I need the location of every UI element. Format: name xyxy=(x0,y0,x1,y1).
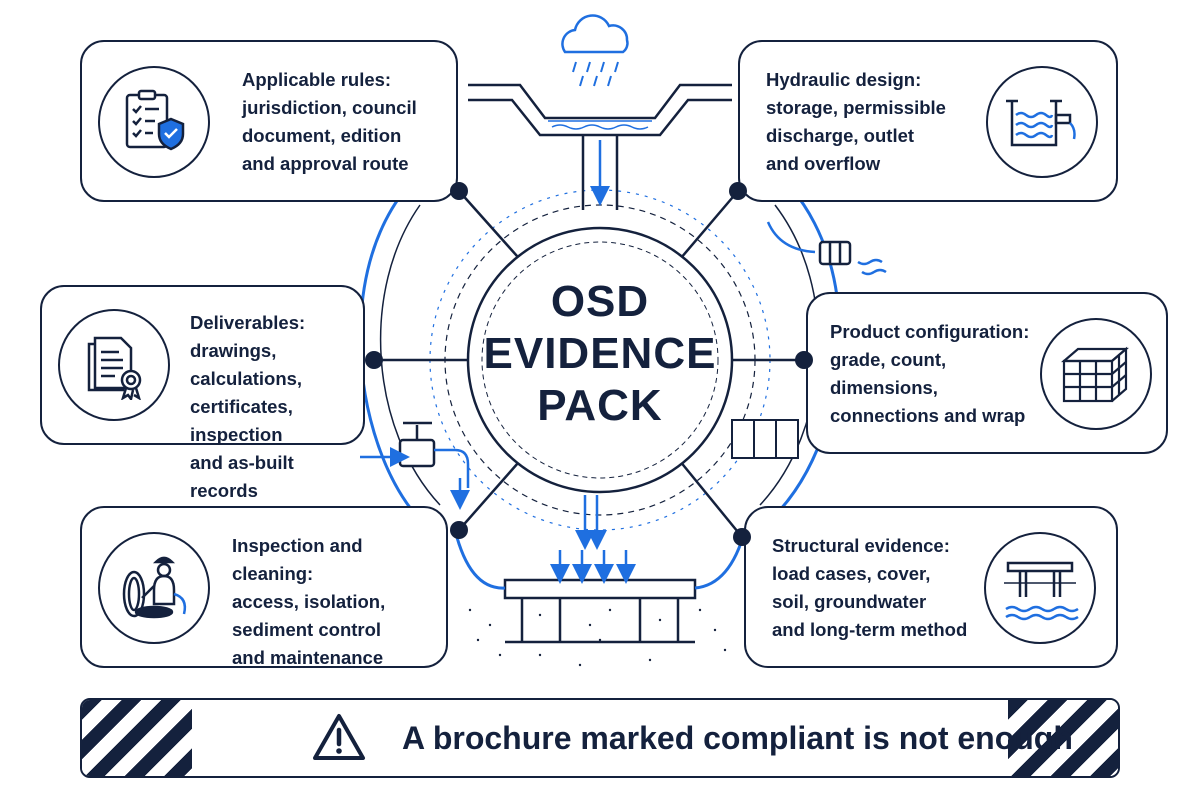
module-crate-icon xyxy=(1040,318,1152,430)
card-title: Product configuration: xyxy=(830,321,1030,342)
documents-certificate-icon xyxy=(58,309,170,421)
hazard-stripes-right xyxy=(1008,700,1118,776)
card-deliverables: Deliverables: drawings, calculations, ce… xyxy=(40,285,365,501)
card-title: Hydraulic design: xyxy=(766,69,922,90)
card-title: Structural evidence: xyxy=(772,535,950,556)
connector-dot-top-left xyxy=(450,182,468,200)
rain-cloud-icon xyxy=(561,14,629,87)
card-structural-evidence: Structural evidence: load cases, cover, … xyxy=(744,506,1118,668)
outlet-pipe-icon xyxy=(766,221,887,276)
top-drainage-channel xyxy=(468,83,732,210)
spoke-bottom-right xyxy=(674,454,743,538)
soil-dots xyxy=(468,608,727,667)
center-line-2: EVIDENCE xyxy=(483,329,717,378)
center-line-1: OSD xyxy=(550,277,650,326)
spoke-bottom-left xyxy=(458,454,526,531)
worker-manhole-icon xyxy=(98,532,210,644)
connector-dot-mid-left xyxy=(365,351,383,369)
tap-valve-icon xyxy=(360,421,470,510)
connector-dot-mid-right xyxy=(795,351,813,369)
connector-dot-top-right xyxy=(729,182,747,200)
center-circle xyxy=(466,226,734,494)
center-title: OSD EVIDENCE PACK xyxy=(470,276,730,432)
card-applicable-rules: Applicable rules: jurisdiction, council … xyxy=(80,40,458,202)
card-body: drawings, calculations, certificates, in… xyxy=(190,340,303,501)
center-inner-dashed xyxy=(481,241,719,479)
hazard-stripes-left xyxy=(82,700,192,776)
banner-text: A brochure marked compliant is not enoug… xyxy=(402,720,1073,756)
card-body: storage, permissible discharge, outlet a… xyxy=(766,97,946,174)
warning-icon xyxy=(313,714,365,760)
connector-dot-bottom-right xyxy=(733,528,751,546)
card-hydraulic-design: Hydraulic design: storage, permissible d… xyxy=(738,40,1118,202)
card-title: Applicable rules: xyxy=(242,69,392,90)
card-body: grade, count, dimensions, connections an… xyxy=(830,349,1026,426)
connector-dot-bottom-left xyxy=(450,521,468,539)
tank-outlet-icon xyxy=(986,66,1098,178)
center-line-3: PACK xyxy=(537,381,663,430)
bottom-structure-icon xyxy=(453,495,747,644)
warning-banner: A brochure marked compliant is not enoug… xyxy=(80,698,1120,778)
card-body: load cases, cover, soil, groundwater and… xyxy=(772,563,968,640)
card-body: access, isolation, sediment control and … xyxy=(232,591,386,668)
load-structure-icon xyxy=(984,532,1096,644)
module-group-icon xyxy=(731,419,799,459)
card-title: Deliverables: xyxy=(190,312,306,333)
card-product-configuration: Product configuration: grade, count, dim… xyxy=(806,292,1168,454)
spoke-top-left xyxy=(458,190,526,266)
checklist-shield-icon xyxy=(98,66,210,178)
card-inspection-cleaning: Inspection and cleaning: access, isolati… xyxy=(80,506,448,668)
card-body: jurisdiction, council document, edition … xyxy=(242,97,417,174)
spoke-top-right xyxy=(674,190,739,266)
card-title: Inspection and cleaning: xyxy=(232,535,363,584)
